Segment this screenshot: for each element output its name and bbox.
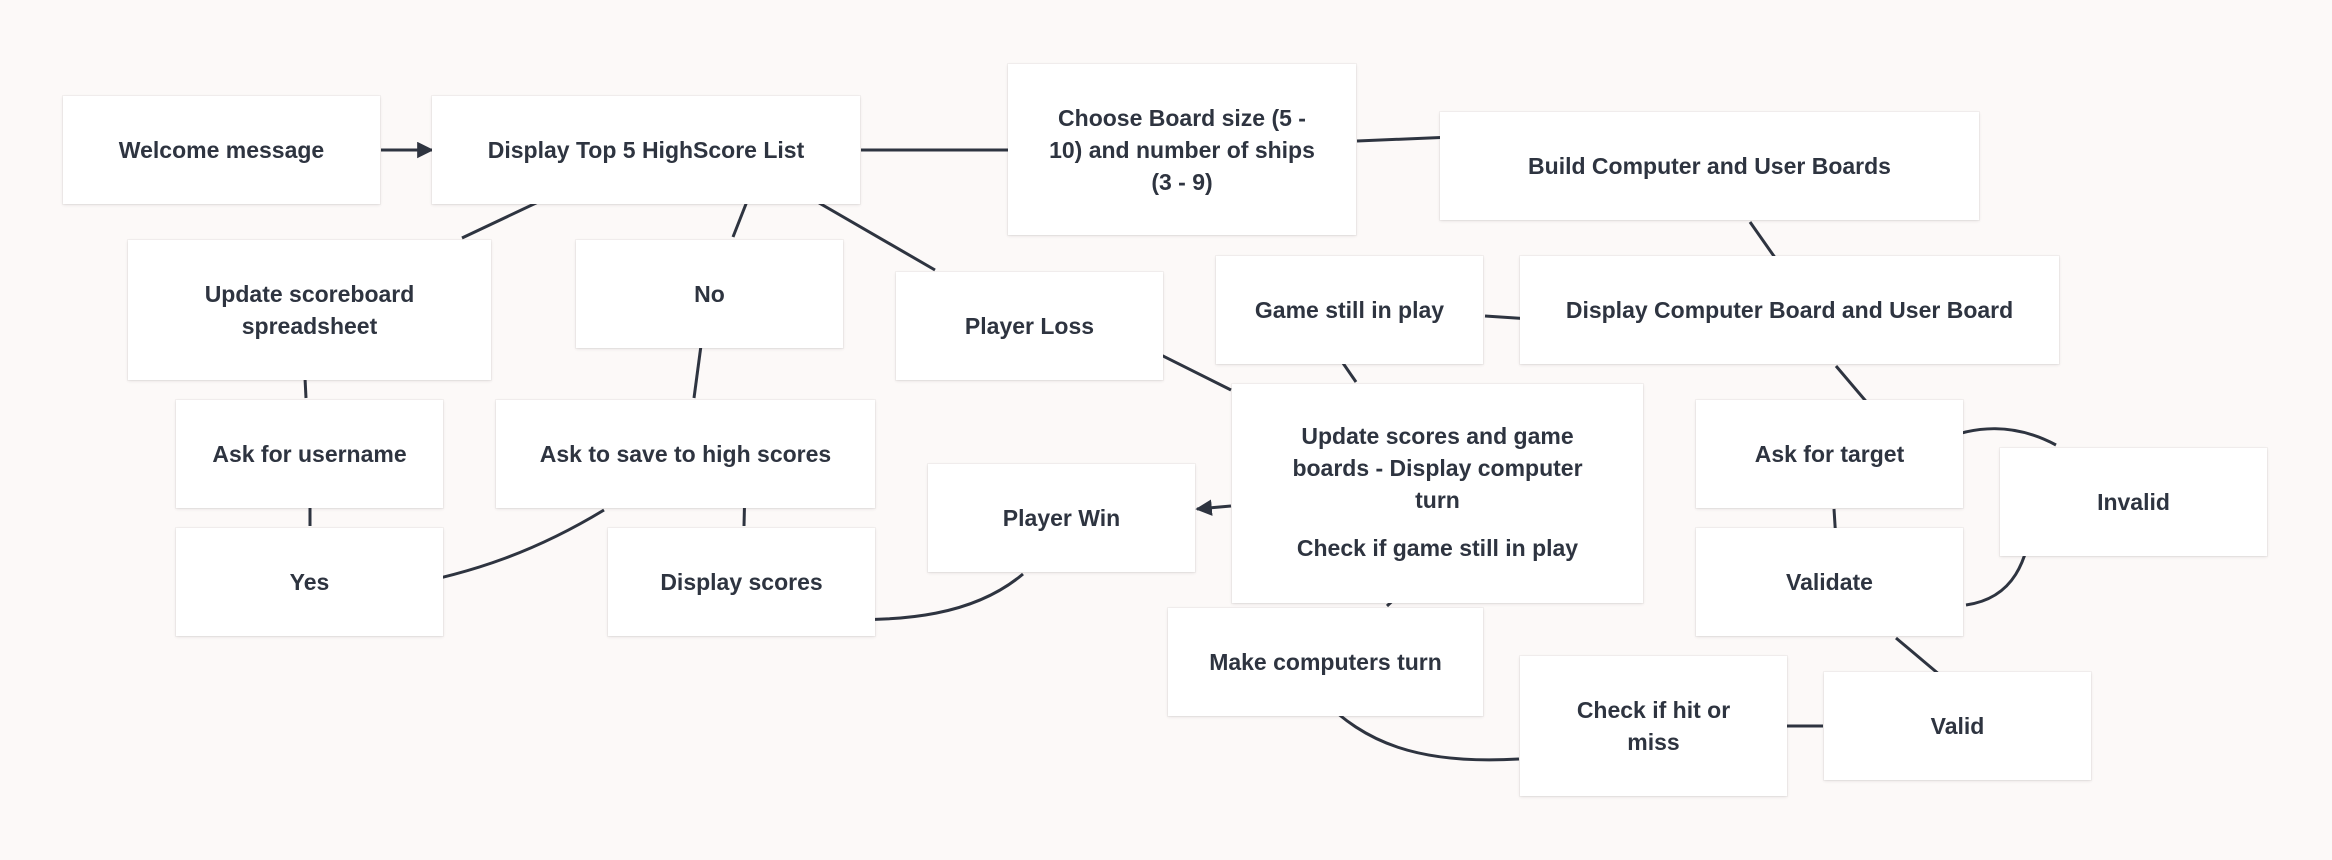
node-welcome-message-label: Welcome message: [118, 137, 325, 163]
node-valid-label: Valid: [1930, 713, 1985, 739]
node-player-win-label: Player Win: [1002, 505, 1121, 531]
node-display-top5-label: Display Top 5 HighScore List: [487, 137, 805, 163]
node-player-loss[interactable]: Player Loss: [896, 272, 1163, 380]
node-validate[interactable]: Validate: [1696, 528, 1963, 636]
node-yes[interactable]: Yes: [176, 528, 443, 636]
node-make-computers-turn-label: Make computers turn: [1209, 649, 1442, 675]
node-display-scores[interactable]: Display scores: [608, 528, 875, 636]
node-yes-label: Yes: [289, 569, 330, 595]
node-update-scoreboard-label: Update scoreboard spreadsheet: [204, 281, 415, 339]
node-choose-board-label: Choose Board size (5 - 10) and number of…: [1049, 104, 1315, 195]
node-check-hit-or-miss[interactable]: Check if hit or miss: [1520, 656, 1787, 796]
node-game-still-in-play-label: Game still in play: [1254, 297, 1445, 323]
node-invalid[interactable]: Invalid: [2000, 448, 2267, 556]
node-game-still-in-play[interactable]: Game still in play: [1216, 256, 1483, 364]
node-welcome-message[interactable]: Welcome message: [63, 96, 380, 204]
node-no[interactable]: No: [576, 240, 843, 348]
node-validate-label: Validate: [1786, 569, 1873, 595]
node-ask-for-username[interactable]: Ask for username: [176, 400, 443, 508]
node-invalid-label: Invalid: [2097, 489, 2170, 515]
node-build-boards-label: Build Computer and User Boards: [1528, 153, 1891, 179]
node-ask-for-target[interactable]: Ask for target: [1696, 400, 1963, 508]
node-ask-username-label: Ask for username: [212, 441, 407, 467]
node-update-scores-label: Update scores and game boards - Display …: [1292, 423, 1583, 513]
node-player-win[interactable]: Player Win: [928, 464, 1195, 572]
edge-update-scores-to-player-win: [1195, 499, 1232, 516]
node-update-scores-and-boards[interactable]: Update scores and game boards - Display …: [1232, 384, 1643, 603]
node-player-loss-label: Player Loss: [964, 313, 1095, 339]
node-display-top5-highscore-list[interactable]: Display Top 5 HighScore List: [432, 96, 860, 204]
node-ask-save-label: Ask to save to high scores: [539, 441, 832, 467]
node-check-game-still-in-play-label: Check if game still in play: [1296, 535, 1579, 561]
node-choose-board-size[interactable]: Choose Board size (5 - 10) and number of…: [1008, 64, 1356, 235]
node-make-computers-turn[interactable]: Make computers turn: [1168, 608, 1483, 716]
node-ask-target-label: Ask for target: [1754, 441, 1905, 467]
node-valid[interactable]: Valid: [1824, 672, 2091, 780]
node-display-computer-and-user-board[interactable]: Display Computer Board and User Board: [1520, 256, 2059, 364]
node-update-scoreboard-spreadsheet[interactable]: Update scoreboard spreadsheet: [128, 240, 491, 380]
node-display-scores-label: Display scores: [660, 569, 823, 595]
node-build-boards[interactable]: Build Computer and User Boards: [1440, 112, 1979, 220]
node-check-hit-label: Check if hit or miss: [1576, 697, 1731, 755]
node-ask-to-save-high-scores[interactable]: Ask to save to high scores: [496, 400, 875, 508]
node-no-label: No: [694, 281, 725, 307]
node-display-boards-label: Display Computer Board and User Board: [1565, 297, 2014, 323]
